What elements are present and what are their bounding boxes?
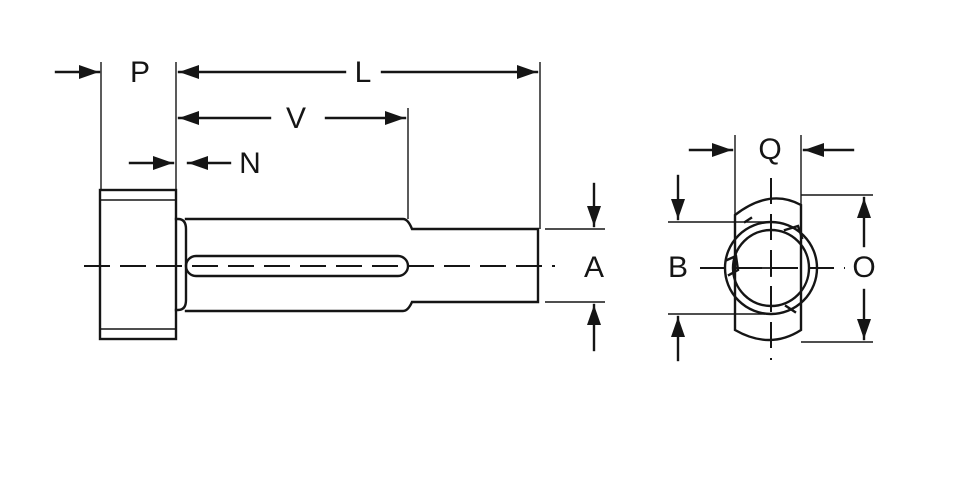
dimension-b: B xyxy=(668,174,688,362)
extension-lines xyxy=(100,62,605,303)
label-b: B xyxy=(668,251,688,284)
dimension-a: A xyxy=(584,182,604,352)
label-l: L xyxy=(355,56,372,89)
label-n: N xyxy=(239,147,261,180)
end-extension-lines xyxy=(668,135,873,343)
hub-outline xyxy=(733,197,803,342)
end-view: Q B O xyxy=(668,133,876,362)
dimension-p: P xyxy=(54,56,150,89)
label-q: Q xyxy=(758,133,781,166)
label-a: A xyxy=(584,251,604,284)
dimension-n: N xyxy=(128,147,261,180)
label-o: O xyxy=(852,251,875,284)
side-view: P L V N A xyxy=(54,56,605,352)
dimension-v: V xyxy=(177,102,407,135)
label-p: P xyxy=(130,56,150,89)
dimension-l: L xyxy=(177,56,539,89)
hub-collar xyxy=(98,188,178,341)
dimension-q: Q xyxy=(688,133,855,166)
end-centerlines xyxy=(700,178,845,360)
label-v: V xyxy=(286,102,306,135)
dimension-o: O xyxy=(852,196,876,341)
keyway-notches xyxy=(725,216,804,314)
